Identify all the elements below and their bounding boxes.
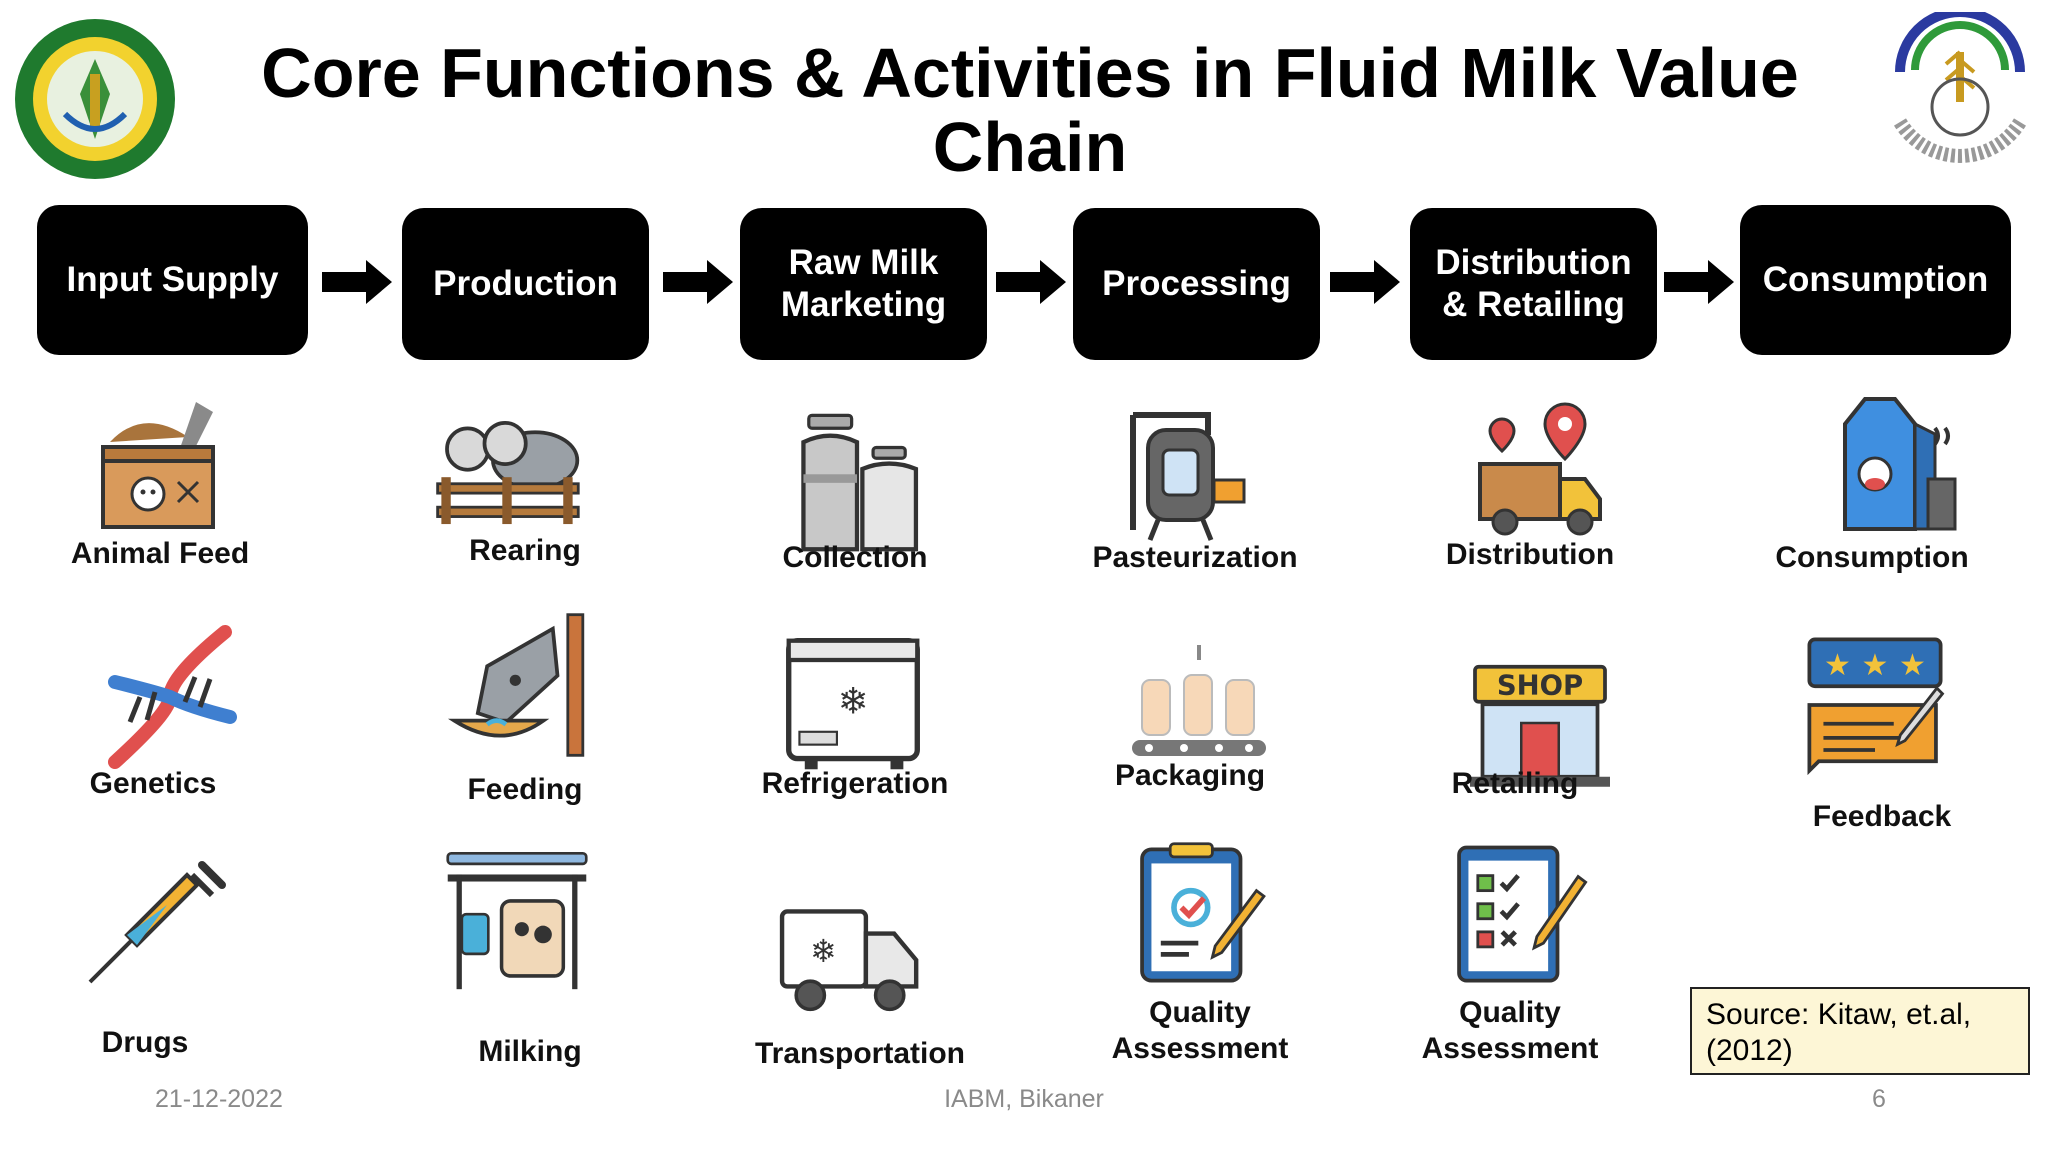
svg-text:❄: ❄ [810, 934, 837, 970]
stage-processing: Processing [1073, 208, 1320, 360]
delivery-truck-icon [1478, 402, 1602, 536]
item-label-refrigeration: Refrigeration [761, 767, 949, 800]
stage-production: Production [402, 208, 649, 360]
item-label-animal-feed: Animal Feed [70, 537, 250, 570]
milking-icon [446, 851, 588, 990]
stage-distribution-retailing: Distribution & Retailing [1410, 208, 1657, 360]
item-label-distribution: Distribution [1445, 538, 1615, 571]
feedback-stars-icon: ★ ★ ★ [1807, 637, 1945, 776]
source-citation: Source: Kitaw, et.al, (2012) [1690, 987, 2030, 1075]
stage-label: Raw Milk Marketing [780, 243, 947, 324]
bottle-conveyor-icon [1132, 645, 1266, 756]
stage-consumption: Consumption [1740, 205, 2011, 355]
stage-label: Consumption [1762, 260, 1989, 299]
shop-icon: SHOP [1470, 664, 1610, 787]
stage-raw-milk-marketing: Raw Milk Marketing [740, 208, 987, 360]
footer-center: IABM, Bikaner [944, 1085, 1104, 1113]
item-label-transportation: Transportation [754, 1037, 965, 1070]
stage-label: Input Supply [66, 260, 279, 299]
item-label-genetics: Genetics [89, 767, 217, 800]
right-logo [1880, 7, 2040, 172]
item-label-pasteurization: Pasteurization [1092, 541, 1298, 574]
item-label-drugs: Drugs [101, 1026, 189, 1059]
stage-label: Distribution & Retailing [1435, 243, 1632, 324]
item-label-rearing: Rearing [469, 534, 581, 567]
item-label-feeding: Feeding [467, 773, 583, 806]
cows-icon [436, 420, 580, 525]
cow-feeding-icon [447, 613, 585, 757]
refrigerated-truck-icon: ❄ [779, 909, 919, 1012]
animal-feed-icon [101, 402, 215, 529]
pasteurizer-icon [1130, 412, 1246, 541]
left-logo [10, 14, 180, 184]
item-label-milking: Milking [478, 1035, 582, 1068]
page-number: 6 [1872, 1085, 1886, 1113]
item-label-consumption: Consumption [1775, 541, 1969, 574]
stage-label: Processing [1102, 264, 1291, 303]
item-label-packaging: Packaging [1114, 759, 1266, 792]
item-label-collection: Collection [782, 541, 928, 574]
arrow-right-icon [322, 260, 392, 304]
milk-cans-icon [801, 413, 919, 552]
svg-text:❄: ❄ [838, 680, 869, 723]
item-label-feedback: Feedback [1812, 800, 1952, 833]
arrow-right-icon [996, 260, 1066, 304]
syringe-icon [88, 861, 226, 984]
clipboard-checklist-icon [1457, 845, 1588, 983]
slide-title: Core Functions & Activities in Fluid Mil… [261, 34, 1799, 186]
stage-input-supply: Input Supply [37, 205, 308, 355]
svg-text:★: ★ [1824, 648, 1851, 683]
svg-text:★: ★ [1862, 648, 1889, 683]
milk-carton-icon [1843, 397, 1957, 531]
arrow-right-icon [1664, 260, 1734, 304]
item-label-retailing: Retailing [1451, 767, 1579, 800]
arrow-right-icon [663, 260, 733, 304]
svg-text:★: ★ [1899, 648, 1926, 683]
freezer-icon: ❄ [786, 638, 920, 770]
stage-label: Production [433, 264, 618, 303]
item-label-quality-assessment-processing: Quality Assessment [1111, 996, 1289, 1065]
dna-icon [108, 625, 237, 769]
quality-checklist-icon [1140, 842, 1266, 983]
shop-sign-text: SHOP [1497, 669, 1583, 701]
footer-date: 21-12-2022 [155, 1085, 283, 1113]
item-label-quality-assessment-retail: Quality Assessment [1421, 996, 1599, 1065]
arrow-right-icon [1330, 260, 1400, 304]
